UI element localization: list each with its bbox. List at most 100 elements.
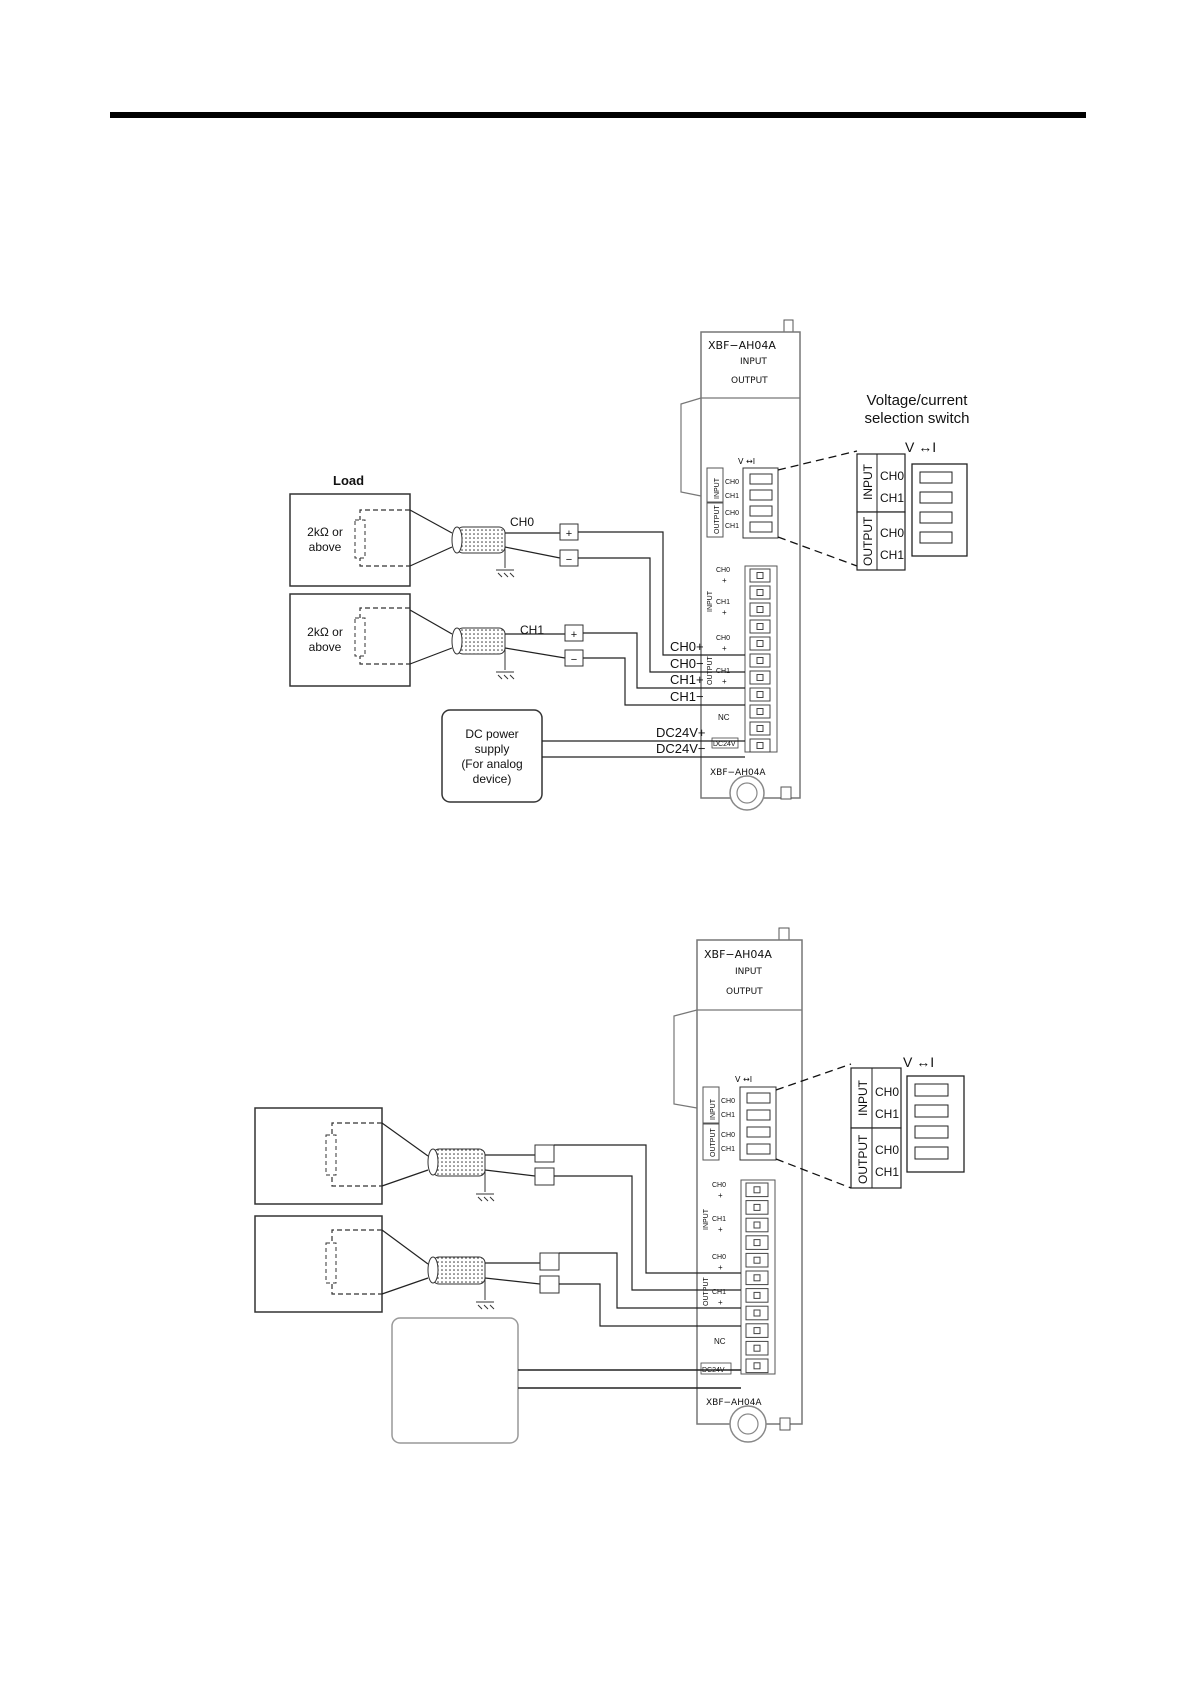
terminal-screw-head [753,1327,761,1335]
term2-input-label: INPUT [703,1208,710,1230]
terminal-screw-head [753,1221,761,1229]
module-1-input-label: INPUT [740,357,767,367]
term2-nc-label: NC [714,1337,726,1346]
terminal-block-1: CH0 CH1 CH0 CH1 INPUT OUTPUT + + + + NC … [707,565,778,753]
switch-small-ch0: CH0 [725,479,739,486]
dc-power-supply-1: DC power supply (For analog device) DC24… [441,709,745,803]
term-plus-1: + [722,576,727,585]
switch-title-line2: selection switch [864,410,969,427]
cable2-ch0 [381,1122,741,1291]
cable-ch0: CH0 + − [409,509,745,673]
module-1-dip-switch: V ↔I INPUT CH0 CH1 OUTPUT CH0 CH1 [706,457,779,539]
wire-ch1m-label: CH1− [670,689,704,704]
load-2-text-2: above [309,640,342,654]
switch-output-label: OUTPUT [861,516,875,566]
psu-line3: (For analog [461,757,522,771]
terminal-block-2: CH0 CH1 CH0 CH1 INPUT OUTPUT + + + + NC … [700,1179,776,1375]
zoom2-line-bottom [775,1158,852,1189]
switch2-vi-small-label: V ↔I [735,1075,752,1084]
cable-ch1-label: CH1 [520,623,544,637]
term-ch1-label: CH1 [716,599,730,606]
wire-ch1p-label: CH1+ [670,672,704,687]
switch-ch1-out-label: CH1 [880,548,904,562]
term2-output-label: OUTPUT [703,1277,710,1307]
switch2-small-ch0-out: CH0 [721,1132,735,1139]
psu-line2: supply [475,742,510,756]
module-2: XBF−AH04A INPUT OUTPUT XBF−AH04A [673,927,803,1443]
terminal-screw-head [753,1274,761,1282]
cable2-ch1 [381,1229,741,1327]
cable-ch1: CH1 + − [409,609,745,706]
load-1-text-2: above [309,540,342,554]
terminal-screw-head [756,623,764,630]
term2-ch0-label: CH0 [712,1182,726,1189]
psu-line1: DC power [465,727,518,741]
switch-input-label: INPUT [861,463,875,500]
ch1-minus-box: − [571,654,577,666]
terminal-screw-head [756,572,764,579]
load-2-text-1: 2kΩ or [307,625,343,639]
switch2-ch1-label: CH1 [875,1107,899,1121]
wire-ch0m-label: CH0− [670,656,704,671]
term2-ch1-out-label: CH1 [712,1289,726,1296]
term2-ch0-out-label: CH0 [712,1254,726,1261]
diagram-1: XBF−AH04A INPUT OUTPUT XBF−AH04A V ↔I IN… [289,319,970,811]
switch2-ch1-out-label: CH1 [875,1165,899,1179]
wire-ch0p-label: CH0+ [670,639,704,654]
switch-small-output: OUTPUT [714,505,721,535]
load-2a [254,1107,383,1205]
dc-power-supply-2 [391,1317,741,1444]
switch2-small-input: INPUT [710,1098,717,1120]
switch2-small-ch1-out: CH1 [721,1146,735,1153]
module-2-dip-switch: V ↔I INPUT CH0 CH1 OUTPUT CH0 CH1 [702,1075,777,1161]
wire-dcp-label: DC24V+ [656,725,706,740]
term2-ch1-label: CH1 [712,1216,726,1223]
switch-title-line1: Voltage/current [867,392,969,409]
terminal-screw-head [756,606,764,613]
term2-plus-4: + [718,1298,723,1307]
switch-small-ch0-out: CH0 [725,510,739,517]
terminal-screw-head [753,1203,761,1211]
ch0-minus-box: − [566,554,572,566]
switch2-small-ch1: CH1 [721,1112,735,1119]
terminal-screw-head [756,640,764,647]
term2-plus-1: + [718,1191,723,1200]
header-rule [110,112,1086,118]
terminal-screw-head [753,1239,761,1247]
zoom-line-bottom [777,536,858,567]
switch-ch1-label: CH1 [880,491,904,505]
terminal-screw-head [756,674,764,681]
term-ch0-label: CH0 [716,567,730,574]
ch0-plus-box: + [566,528,572,540]
term-nc-label: NC [718,713,730,722]
ch1-plus-box: + [571,629,577,641]
term-input-label: INPUT [707,590,714,612]
load-1: Load 2kΩ or above [289,473,411,587]
terminal-screw-head [756,691,764,698]
load-2b [254,1215,383,1313]
selection-switch-1: Voltage/current selection switch V ↔I IN… [856,392,970,571]
load-1-text-1: 2kΩ or [307,525,343,539]
module-2-input-label: INPUT [735,967,762,977]
term-plus-3: + [722,644,727,653]
switch2-small-output: OUTPUT [710,1128,717,1158]
terminal-screw-head [756,657,764,664]
terminal-screw-head [756,742,764,749]
load-2: 2kΩ or above [289,593,411,687]
terminal-screw-head [756,589,764,596]
module-1-name: XBF−AH04A [708,339,776,352]
module-1-output-label: OUTPUT [731,376,768,386]
terminal-screw-head [753,1291,761,1299]
module-2-footer: XBF−AH04A [706,1398,762,1408]
zoom-line-top [777,450,858,471]
terminal-screw-head [753,1362,761,1370]
terminal-screw-head [753,1256,761,1264]
switch2-input-label: INPUT [856,1079,870,1116]
wire-dcm-label: DC24V− [656,741,706,756]
switch-small-ch1-out: CH1 [725,523,739,530]
switch-vi-label: V ↔I [905,439,936,455]
diagram-2: XBF−AH04A INPUT OUTPUT XBF−AH04A V ↔I IN… [254,927,965,1444]
module-1-footer: XBF−AH04A [710,768,766,778]
switch-ch0-label: CH0 [880,469,904,483]
